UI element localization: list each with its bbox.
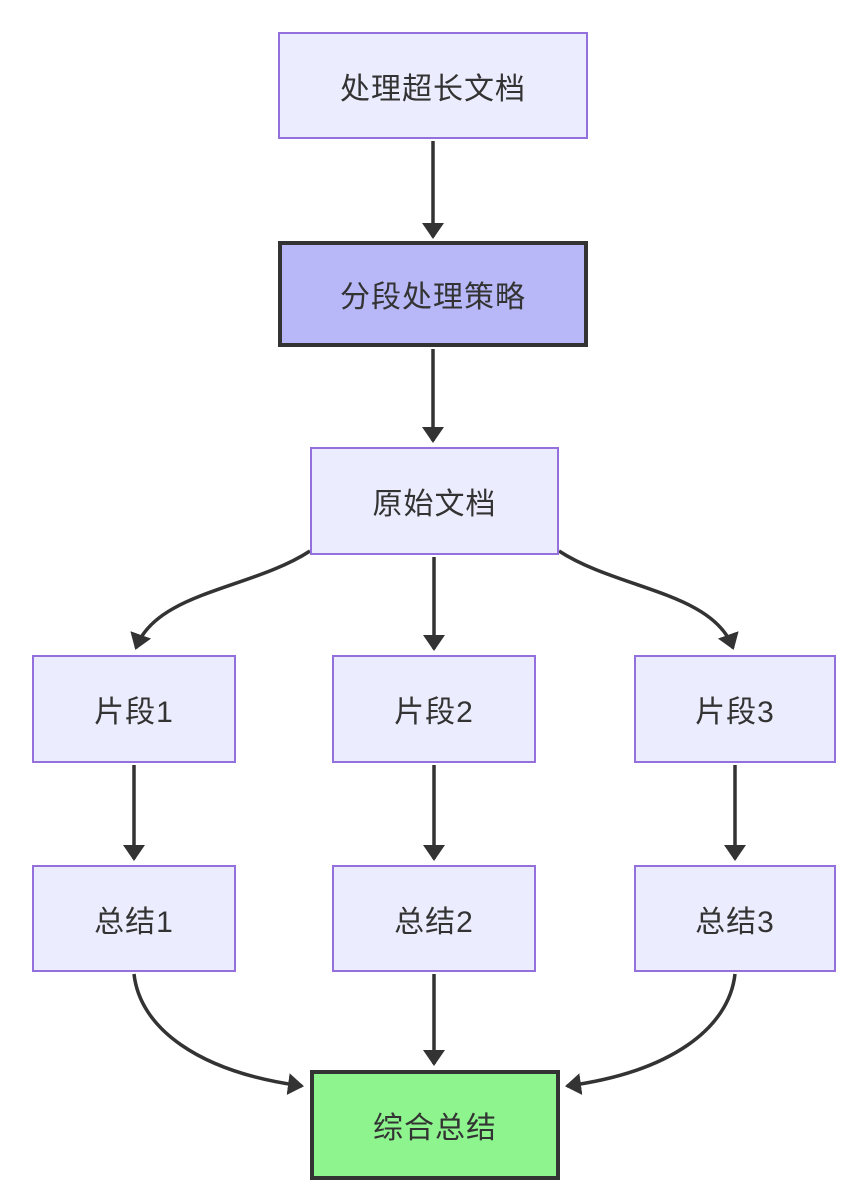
edge-summary3-to-final xyxy=(565,973,737,1096)
node-process-long-document: 处理超长文档 xyxy=(278,32,588,139)
edge-summary1-to-final xyxy=(132,973,304,1096)
node-label: 片段2 xyxy=(394,696,474,729)
node-label: 原始文档 xyxy=(372,488,497,521)
node-segmentation-strategy: 分段处理策略 xyxy=(278,241,588,347)
node-label: 总结2 xyxy=(394,905,474,939)
node-summary-1: 总结1 xyxy=(32,865,236,972)
node-segment-1: 片段1 xyxy=(32,655,236,763)
node-summary-3: 总结3 xyxy=(634,865,836,972)
node-summary-2: 总结2 xyxy=(332,865,536,972)
edge-original-to-segment1 xyxy=(130,549,311,650)
node-label: 总结3 xyxy=(695,905,775,939)
node-label: 处理超长文档 xyxy=(340,72,526,106)
node-label: 片段3 xyxy=(695,696,775,729)
node-original-document: 原始文档 xyxy=(310,447,559,555)
node-label: 总结1 xyxy=(94,905,174,939)
edge-original-to-segment3 xyxy=(558,549,739,650)
node-label: 片段1 xyxy=(94,696,174,729)
node-label: 综合总结 xyxy=(373,1112,497,1145)
node-segment-3: 片段3 xyxy=(634,655,836,763)
node-segment-2: 片段2 xyxy=(332,655,536,763)
node-label: 分段处理策略 xyxy=(340,281,526,314)
node-combined-summary: 综合总结 xyxy=(310,1070,560,1180)
